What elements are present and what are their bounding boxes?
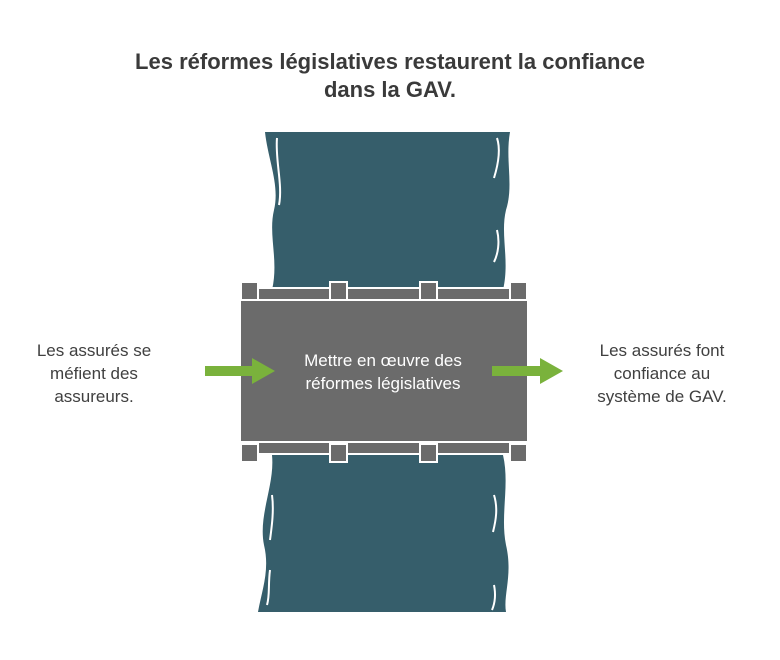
right-label-line-2: confiance au	[613, 364, 711, 383]
bridge-label-line-2: réformes législatives	[305, 374, 461, 393]
bridge-bottom-post-2	[329, 443, 348, 463]
bridge-top-post-2	[329, 281, 348, 301]
bridge-label: Mettre en œuvre des réformes législative…	[258, 349, 508, 395]
left-label-line-1: Les assurés se	[36, 341, 152, 360]
bridge-bottom-post-1	[240, 443, 259, 463]
river-top-line-right-2	[493, 229, 500, 263]
bridge-top-post-4	[509, 281, 528, 301]
left-label-line-3: assureurs.	[54, 387, 134, 406]
left-arrow-icon	[205, 358, 275, 384]
river-bottom	[258, 455, 509, 612]
title-line-2: dans la GAV.	[323, 77, 457, 102]
right-label-line-1: Les assurés font	[599, 341, 725, 360]
river-top	[265, 132, 510, 290]
river-bottom-line-right-2	[491, 584, 497, 611]
bridge-bottom-post-3	[419, 443, 438, 463]
bridge-top-post-1	[240, 281, 259, 301]
bridge-top-rail	[240, 287, 528, 301]
diagram-title: Les réformes législatives restaurent la …	[0, 48, 780, 104]
right-arrow-icon	[492, 358, 563, 384]
river-bottom-line-right	[492, 494, 498, 533]
river-bottom-line-left	[269, 494, 274, 541]
river-bottom-line-left-2	[266, 569, 271, 606]
right-label: Les assurés font confiance au système de…	[582, 339, 742, 408]
bridge-top-post-3	[419, 281, 438, 301]
river-top-line-right	[493, 137, 500, 179]
bridge-bottom-rail	[240, 441, 528, 455]
title-line-1: Les réformes législatives restaurent la …	[135, 49, 645, 74]
bridge-bottom-post-4	[509, 443, 528, 463]
bridge-label-line-1: Mettre en œuvre des	[304, 351, 462, 370]
bridge-deck	[239, 299, 529, 443]
river-top-line-left	[275, 137, 282, 206]
right-label-line-3: système de GAV.	[597, 387, 727, 406]
left-label-line-2: méfient des	[50, 364, 138, 383]
left-label: Les assurés se méfient des assureurs.	[14, 339, 174, 408]
